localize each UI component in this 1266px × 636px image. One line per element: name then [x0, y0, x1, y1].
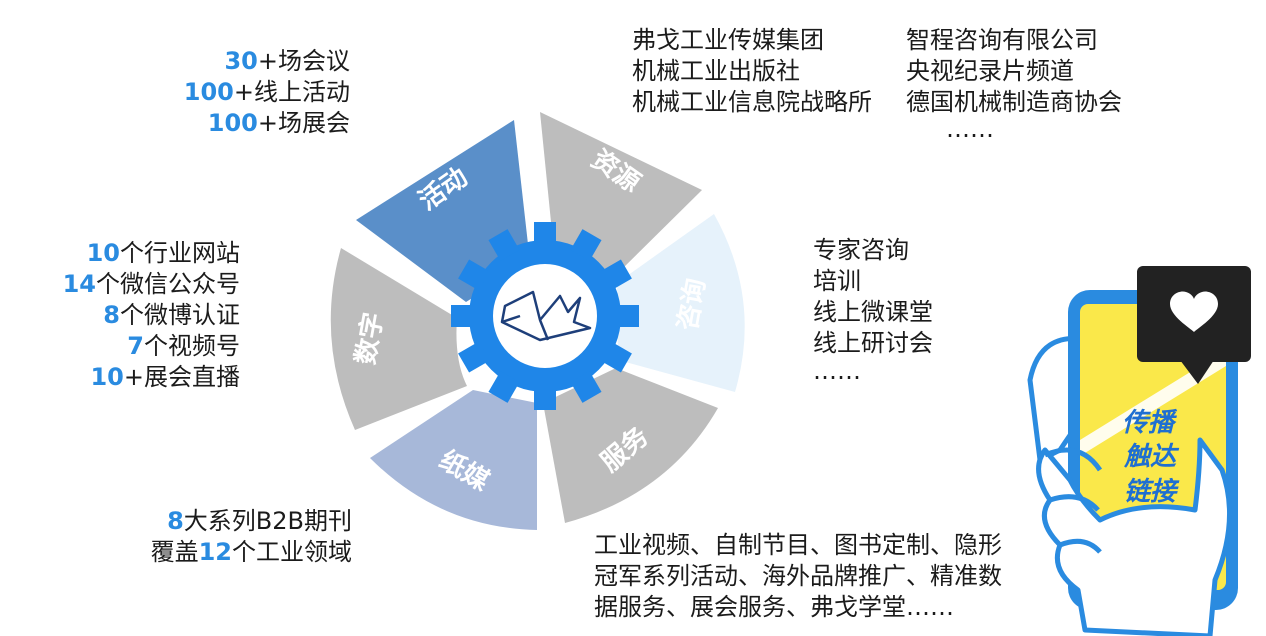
digital-count: 8: [103, 301, 120, 329]
digital-line: 7个视频号: [20, 331, 240, 362]
events-label: +场会议: [257, 47, 350, 75]
digital-line: 10个行业网站: [20, 238, 240, 269]
digital-count: 14: [62, 270, 96, 298]
resources-col-2: 智程咨询有限公司 央视纪录片频道 德国机械制造商协会 ……: [906, 25, 1122, 143]
digital-label: 个行业网站: [120, 239, 240, 267]
print-count: 12: [198, 538, 232, 566]
gear-icon: [451, 222, 639, 410]
events-line: 100+线上活动: [150, 77, 350, 108]
consulting-item: ……: [813, 357, 861, 385]
resource-item: 机械工业信息院战略所: [632, 88, 872, 116]
segment-service: [543, 368, 718, 523]
segment-print: [370, 390, 537, 530]
events-line: 100+场展会: [150, 108, 350, 139]
heart-icon: [1170, 291, 1218, 332]
services-line: 工业视频、自制节目、图书定制、隐形: [594, 531, 1002, 559]
bird-logo-icon: [500, 290, 592, 342]
segment-digital: [330, 248, 467, 430]
consulting-item: 线上微课堂: [813, 298, 933, 326]
resource-item: 机械工业出版社: [632, 57, 800, 85]
digital-label: 个微信公众号: [96, 270, 240, 298]
segment-consulting: [617, 214, 745, 392]
phone-line-1: 传播: [1122, 408, 1178, 438]
resource-item: 智程咨询有限公司: [906, 26, 1098, 54]
print-prefix: 覆盖: [150, 538, 199, 566]
services-line: 冠军系列活动、海外品牌推广、精准数: [594, 562, 1002, 590]
segment-activity: [356, 120, 530, 302]
phone-icon: [1027, 266, 1251, 636]
phone-line-2: 触达: [1123, 442, 1180, 472]
services-block: 工业视频、自制节目、图书定制、隐形 冠军系列活动、海外品牌推广、精准数 据服务、…: [594, 530, 1002, 623]
events-count: 100: [183, 78, 234, 106]
phone-line-3: 链接: [1124, 477, 1180, 507]
consulting-block: 专家咨询 培训 线上微课堂 线上研讨会 ……: [813, 235, 933, 383]
print-line: 8大系列B2B期刊: [100, 506, 352, 537]
digital-line: 8个微博认证: [20, 300, 240, 331]
print-label: 大系列B2B期刊: [183, 507, 352, 535]
consulting-item: 专家咨询: [813, 236, 909, 264]
digital-label: 个视频号: [144, 332, 240, 360]
resource-item: 央视纪录片频道: [906, 57, 1074, 85]
print-label: 个工业领域: [232, 538, 352, 566]
resource-item: ……: [946, 115, 994, 143]
digital-block: 10个行业网站 14个微信公众号 8个微博认证 7个视频号 10+展会直播: [20, 238, 240, 393]
digital-line: 14个微信公众号: [20, 269, 240, 300]
events-count: 100: [207, 109, 258, 137]
digital-count: 10: [86, 239, 120, 267]
digital-line: 10+展会直播: [20, 362, 240, 393]
print-block: 8大系列B2B期刊 覆盖12个工业领域: [100, 506, 352, 568]
print-line: 覆盖12个工业领域: [100, 537, 352, 568]
services-line: 据服务、展会服务、弗戈学堂……: [594, 593, 954, 621]
resources-col-1: 弗戈工业传媒集团 机械工业出版社 机械工业信息院战略所: [632, 25, 872, 118]
events-label: +线上活动: [233, 78, 350, 106]
digital-count: 10: [90, 363, 124, 391]
digital-count: 7: [127, 332, 144, 360]
digital-label: 个微博认证: [120, 301, 240, 329]
consulting-item: 线上研讨会: [813, 329, 933, 357]
events-count: 30: [224, 47, 258, 75]
events-block: 30+场会议 100+线上活动 100+场展会: [150, 46, 350, 139]
resource-item: 弗戈工业传媒集团: [632, 26, 824, 54]
resource-item: 德国机械制造商协会: [906, 88, 1122, 116]
events-line: 30+场会议: [150, 46, 350, 77]
events-label: +场展会: [257, 109, 350, 137]
digital-label: +展会直播: [123, 363, 240, 391]
consulting-item: 培训: [813, 267, 861, 295]
print-count: 8: [167, 507, 184, 535]
